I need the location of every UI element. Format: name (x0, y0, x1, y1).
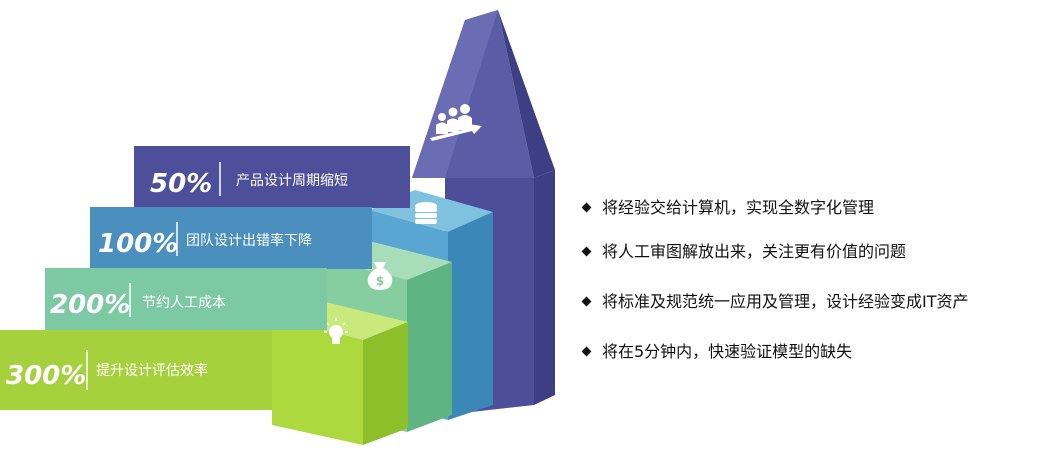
banner-50-text: 产品设计周期缩短 (236, 173, 348, 189)
diamond-bullet-icon (581, 202, 592, 213)
banner-300-percent: 300% (6, 361, 86, 391)
benefit-item: 将在5分钟内，快速验证模型的缺失 (581, 338, 853, 362)
benefit-text: 将标准及规范统一应用及管理，设计经验变成IT资产 (602, 292, 969, 311)
svg-text:$: $ (376, 274, 384, 288)
lightbulb-icon (324, 318, 348, 344)
banner-300-text: 提升设计评估效率 (96, 362, 208, 379)
money-bag-icon: $ (367, 262, 393, 290)
benefit-item: 将经验交给计算机，实现全数字化管理 (581, 194, 875, 218)
people-arrow-icon (430, 104, 482, 141)
benefit-item: 将标准及规范统一应用及管理，设计经验变成IT资产 (581, 288, 969, 312)
benefit-text: 将经验交给计算机，实现全数字化管理 (602, 198, 875, 217)
diamond-bullet-icon (581, 346, 592, 357)
diamond-bullet-icon (581, 246, 592, 257)
banner-200: 200% 节约人工成本 (45, 268, 327, 330)
banner-100: 100% 团队设计出错率下降 (90, 207, 372, 269)
banner-100-percent: 100% (98, 229, 178, 259)
banner-200-percent: 200% (50, 290, 130, 320)
banner-50: 50% 产品设计周期缩短 (134, 146, 410, 208)
banner-200-text: 节约人工成本 (142, 295, 226, 311)
diamond-bullet-icon (581, 296, 592, 307)
banner-50-percent: 50% (150, 169, 212, 199)
banner-300: 300% 提升设计评估效率 (0, 330, 272, 410)
benefit-text: 将人工审图解放出来，关注更有价值的问题 (602, 242, 907, 261)
database-stack-icon (415, 202, 437, 224)
banner-100-text: 团队设计出错率下降 (186, 232, 312, 249)
benefit-item: 将人工审图解放出来，关注更有价值的问题 (581, 238, 907, 262)
benefit-text: 将在5分钟内，快速验证模型的缺失 (602, 342, 853, 361)
